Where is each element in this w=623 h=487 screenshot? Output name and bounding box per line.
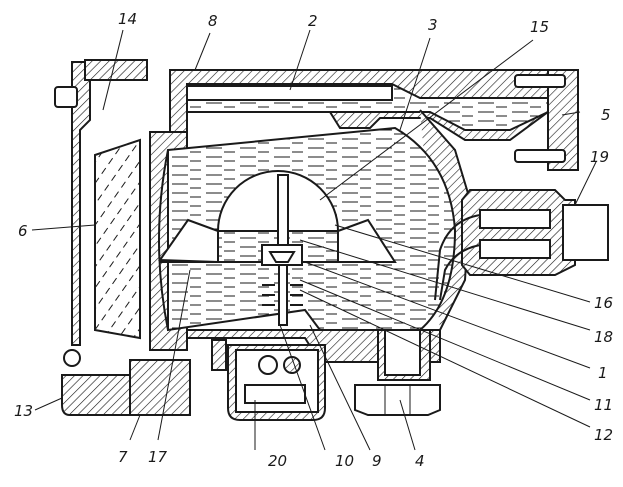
sight-glass-assembly: [54, 59, 191, 416]
callout-8: 8: [208, 12, 218, 30]
callout-2: 2: [308, 12, 318, 30]
callout-1: 1: [598, 364, 608, 382]
callout-16: 16: [594, 294, 613, 312]
callout-15: 15: [530, 18, 549, 36]
drain-plug: [354, 329, 441, 416]
callout-18: 18: [594, 328, 613, 346]
callout-20: 20: [268, 452, 287, 470]
callout-7: 7: [118, 448, 128, 466]
callout-11: 11: [594, 396, 613, 414]
callout-13: 13: [14, 402, 33, 420]
callout-6: 6: [18, 222, 28, 240]
mounting-bracket: [514, 69, 579, 171]
callout-5: 5: [601, 106, 611, 124]
callout-12: 12: [594, 426, 613, 444]
electrical-connector: [434, 189, 609, 301]
callout-19: 19: [590, 148, 609, 166]
housing-body: [169, 69, 576, 141]
callout-9: 9: [372, 452, 382, 470]
callout-3: 3: [428, 16, 438, 34]
leader-lines: [31, 29, 597, 451]
callout-17: 17: [148, 448, 168, 466]
callout-10: 10: [335, 452, 354, 470]
callout-labels: 14 8 2 3 15 5 19 6 16 18 1 11 12 13 7 17…: [14, 10, 613, 470]
terminal-box: [211, 339, 326, 421]
callout-14: 14: [118, 10, 137, 28]
callout-4: 4: [415, 452, 425, 470]
